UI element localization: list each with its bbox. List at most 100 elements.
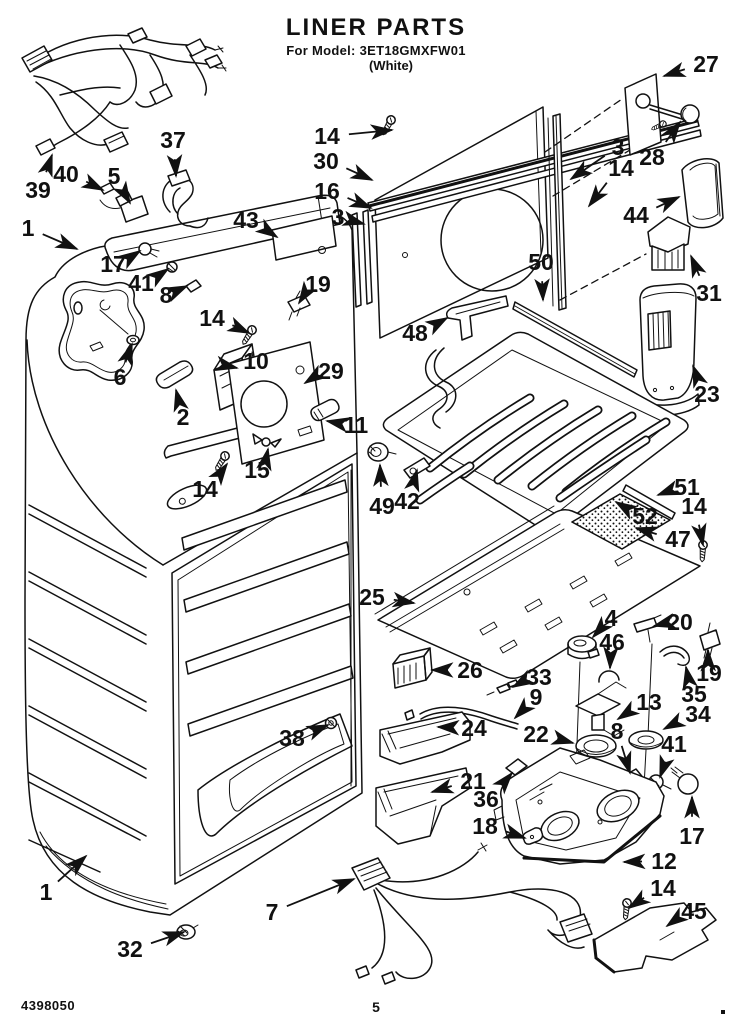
callout-52: 52	[632, 503, 658, 529]
control-box-26	[392, 647, 433, 689]
callout-arrow-19	[297, 280, 318, 305]
callout-arrow-32	[150, 931, 186, 947]
callout-arrow-16	[347, 192, 373, 209]
heater-47	[570, 493, 672, 550]
callout-arrow-47	[634, 526, 659, 542]
callout-arrow-14	[208, 462, 229, 487]
callout-20: 20	[667, 609, 693, 635]
callout-10: 10	[243, 348, 269, 374]
lamp-housing-12	[493, 747, 665, 865]
callout-41: 41	[128, 270, 154, 296]
bracket-42	[403, 457, 431, 479]
callout-arrow-48	[424, 317, 449, 336]
callout-arrow-17	[117, 249, 142, 270]
callout-7: 7	[266, 899, 279, 925]
page-number: 5	[372, 999, 380, 1015]
callout-46: 46	[599, 629, 625, 655]
callout-arrow-38	[305, 724, 330, 741]
callout-arrow-5	[112, 180, 131, 205]
callout-19: 19	[696, 660, 722, 686]
callout-33: 33	[526, 664, 552, 690]
callout-21: 21	[460, 768, 486, 794]
callout-6: 6	[114, 364, 127, 390]
callout-34: 34	[685, 701, 711, 727]
callout-arrow-15	[256, 447, 272, 472]
callout-arrow-49	[373, 463, 389, 487]
callout-arrow-51	[656, 480, 681, 496]
callout-14: 14	[608, 155, 634, 181]
callout-29: 29	[318, 358, 344, 384]
connector-19-right	[699, 622, 721, 659]
callout-arrow-30	[345, 164, 374, 181]
callout-35: 35	[681, 681, 707, 707]
tube-9	[404, 706, 519, 730]
callout-39: 39	[25, 177, 51, 203]
nut-38	[324, 716, 338, 730]
foam-duct-21	[375, 767, 471, 845]
callout-15: 15	[244, 457, 270, 483]
callout-arrow-37	[166, 154, 183, 178]
callout-1: 1	[40, 879, 53, 905]
callout-9: 9	[530, 684, 543, 710]
callout-arrow-18	[502, 823, 527, 839]
plate-43	[271, 215, 337, 261]
callout-arrow-14	[348, 124, 394, 140]
callout-50: 50	[528, 249, 554, 275]
callout-27: 27	[693, 51, 719, 77]
callout-1: 1	[22, 215, 35, 241]
callout-arrow-8	[616, 745, 632, 775]
callout-2: 2	[177, 404, 190, 430]
callout-32: 32	[117, 936, 143, 962]
clip-8	[185, 279, 202, 293]
bulb-17	[138, 242, 152, 256]
callout-49: 49	[369, 493, 395, 519]
callout-47: 47	[665, 526, 691, 552]
callout-arrow-1	[57, 854, 88, 883]
callout-arrow-25	[391, 591, 416, 608]
callout-arrow-34	[662, 712, 687, 730]
callout-25: 25	[359, 584, 385, 610]
callout-arrow-11	[325, 417, 350, 433]
grommet-6	[126, 334, 140, 346]
callout-48: 48	[402, 320, 428, 346]
callout-12: 12	[651, 848, 677, 874]
callout-36: 36	[473, 786, 499, 812]
callout-arrow-13	[616, 700, 641, 721]
callout-13: 13	[636, 689, 662, 715]
callout-arrow-40	[80, 173, 105, 191]
bottom-panel-25	[374, 493, 701, 777]
callout-8: 8	[160, 282, 173, 308]
callout-8: 8	[611, 718, 624, 744]
callout-arrow-36	[492, 771, 514, 795]
doc-number: 4398050	[21, 998, 76, 1013]
callout-arrow-28	[661, 120, 682, 144]
callout-30: 30	[313, 148, 339, 174]
callout-11: 11	[344, 412, 369, 438]
plate-29	[227, 341, 325, 465]
callout-44: 44	[623, 202, 649, 228]
access-plate-27	[624, 73, 700, 156]
callout-arrow-29	[303, 364, 328, 385]
bracket-13	[575, 681, 627, 737]
callout-24: 24	[461, 715, 487, 741]
callout-arrow-6	[117, 342, 133, 367]
wire-harness-39	[21, 27, 227, 156]
callout-14: 14	[314, 123, 340, 149]
callout-arrow-21	[430, 778, 455, 794]
callout-41: 41	[661, 731, 687, 757]
callout-28: 28	[639, 144, 665, 170]
funnel-31	[647, 216, 691, 271]
callout-26: 26	[457, 657, 483, 683]
callout-40: 40	[53, 161, 79, 187]
callout-arrow-39	[37, 153, 53, 178]
callout-45: 45	[681, 898, 707, 924]
lens-34	[628, 730, 664, 750]
callout-arrow-2	[173, 388, 189, 413]
callout-arrow-23	[692, 364, 708, 389]
callout-19: 19	[305, 271, 331, 297]
lower-harness-7	[351, 842, 593, 985]
callout-arrow-31	[690, 254, 707, 279]
callout-17: 17	[679, 823, 705, 849]
